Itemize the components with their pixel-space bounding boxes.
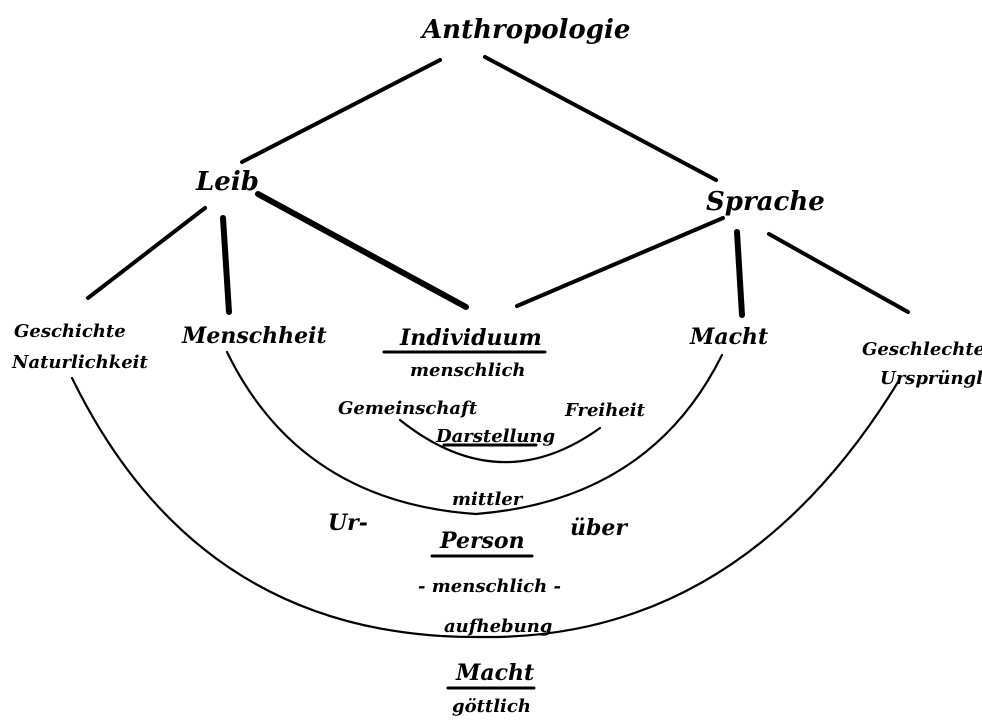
- edge-sprache-macht: [734, 229, 745, 318]
- root-label: Anthropologie: [419, 15, 630, 45]
- macht-label: Macht: [689, 324, 768, 350]
- sprache-label: Sprache: [706, 187, 825, 217]
- naturlichkeit-label: Naturlichkeit: [11, 352, 148, 373]
- geschlechter-label: Geschlechter: [862, 339, 982, 360]
- darstellung-label: Darstellung: [435, 426, 555, 447]
- aufhebung-label: aufhebung: [444, 616, 552, 637]
- edge-leib-menschheit: [220, 215, 232, 315]
- person-label: Person: [439, 528, 525, 554]
- gemeinschaft-label: Gemeinschaft: [338, 398, 478, 419]
- edge-sprache-geschlechter: [767, 232, 910, 314]
- ur-label: Ur-: [328, 510, 368, 536]
- outer-arc: [70, 376, 900, 639]
- urspruenglich-label: Ursprünglich: [880, 368, 982, 389]
- mittler-label: mittler: [452, 489, 524, 510]
- ueber-label: über: [570, 515, 628, 541]
- leib-label: Leib: [195, 167, 259, 197]
- inner-arc: [398, 418, 602, 464]
- edge-root-sprache: [483, 55, 718, 182]
- freiheit-label: Freiheit: [564, 400, 646, 421]
- geschichte-label: Geschichte: [14, 321, 126, 342]
- edge-root-leib: [240, 58, 442, 164]
- edge-leib-individuum: [255, 191, 469, 310]
- menschlich-middle-label: - menschlich -: [418, 576, 561, 597]
- edge-leib-geschichte: [86, 206, 207, 300]
- middle-arc: [225, 350, 724, 516]
- macht-outer-label: Macht: [455, 660, 534, 686]
- menschlich-label: menschlich: [410, 360, 526, 381]
- menschheit-label: Menschheit: [181, 323, 327, 349]
- edge-sprache-individuum: [515, 216, 725, 308]
- individuum-label: Individuum: [399, 325, 542, 351]
- goettlich-label: göttlich: [452, 696, 531, 717]
